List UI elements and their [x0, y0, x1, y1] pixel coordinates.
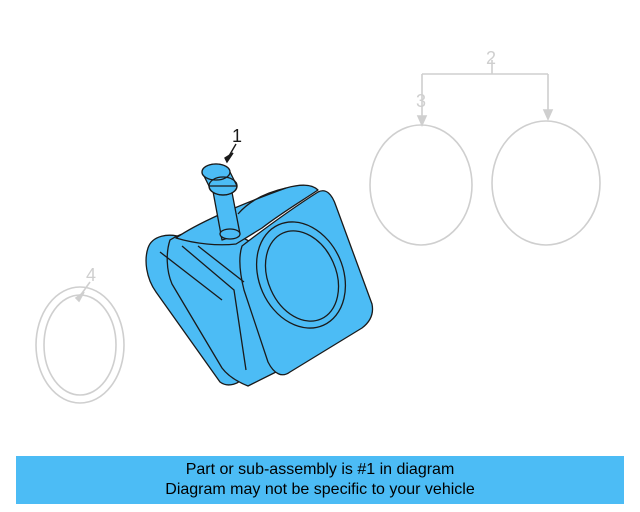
- part-2-lens[interactable]: [491, 120, 601, 246]
- part-3-lens[interactable]: [369, 124, 473, 246]
- disclaimer-banner: Part or sub-assembly is #1 in diagram Di…: [16, 456, 624, 504]
- callout-1-leader: [224, 143, 237, 164]
- banner-line-1: Part or sub-assembly is #1 in diagram: [185, 461, 455, 478]
- callout-2-label: 2: [486, 48, 496, 68]
- callout-4-label: 4: [86, 265, 96, 285]
- callout-3-label: 3: [416, 91, 426, 111]
- banner-line-2: Diagram may not be specific to your vehi…: [165, 481, 475, 498]
- callout-2-bracket: [416, 60, 554, 127]
- callout-1-label: 1: [232, 126, 242, 146]
- part-1-fog-lamp[interactable]: [145, 163, 374, 387]
- callout-4-leader: [74, 281, 91, 303]
- part-4-ring[interactable]: [35, 286, 125, 404]
